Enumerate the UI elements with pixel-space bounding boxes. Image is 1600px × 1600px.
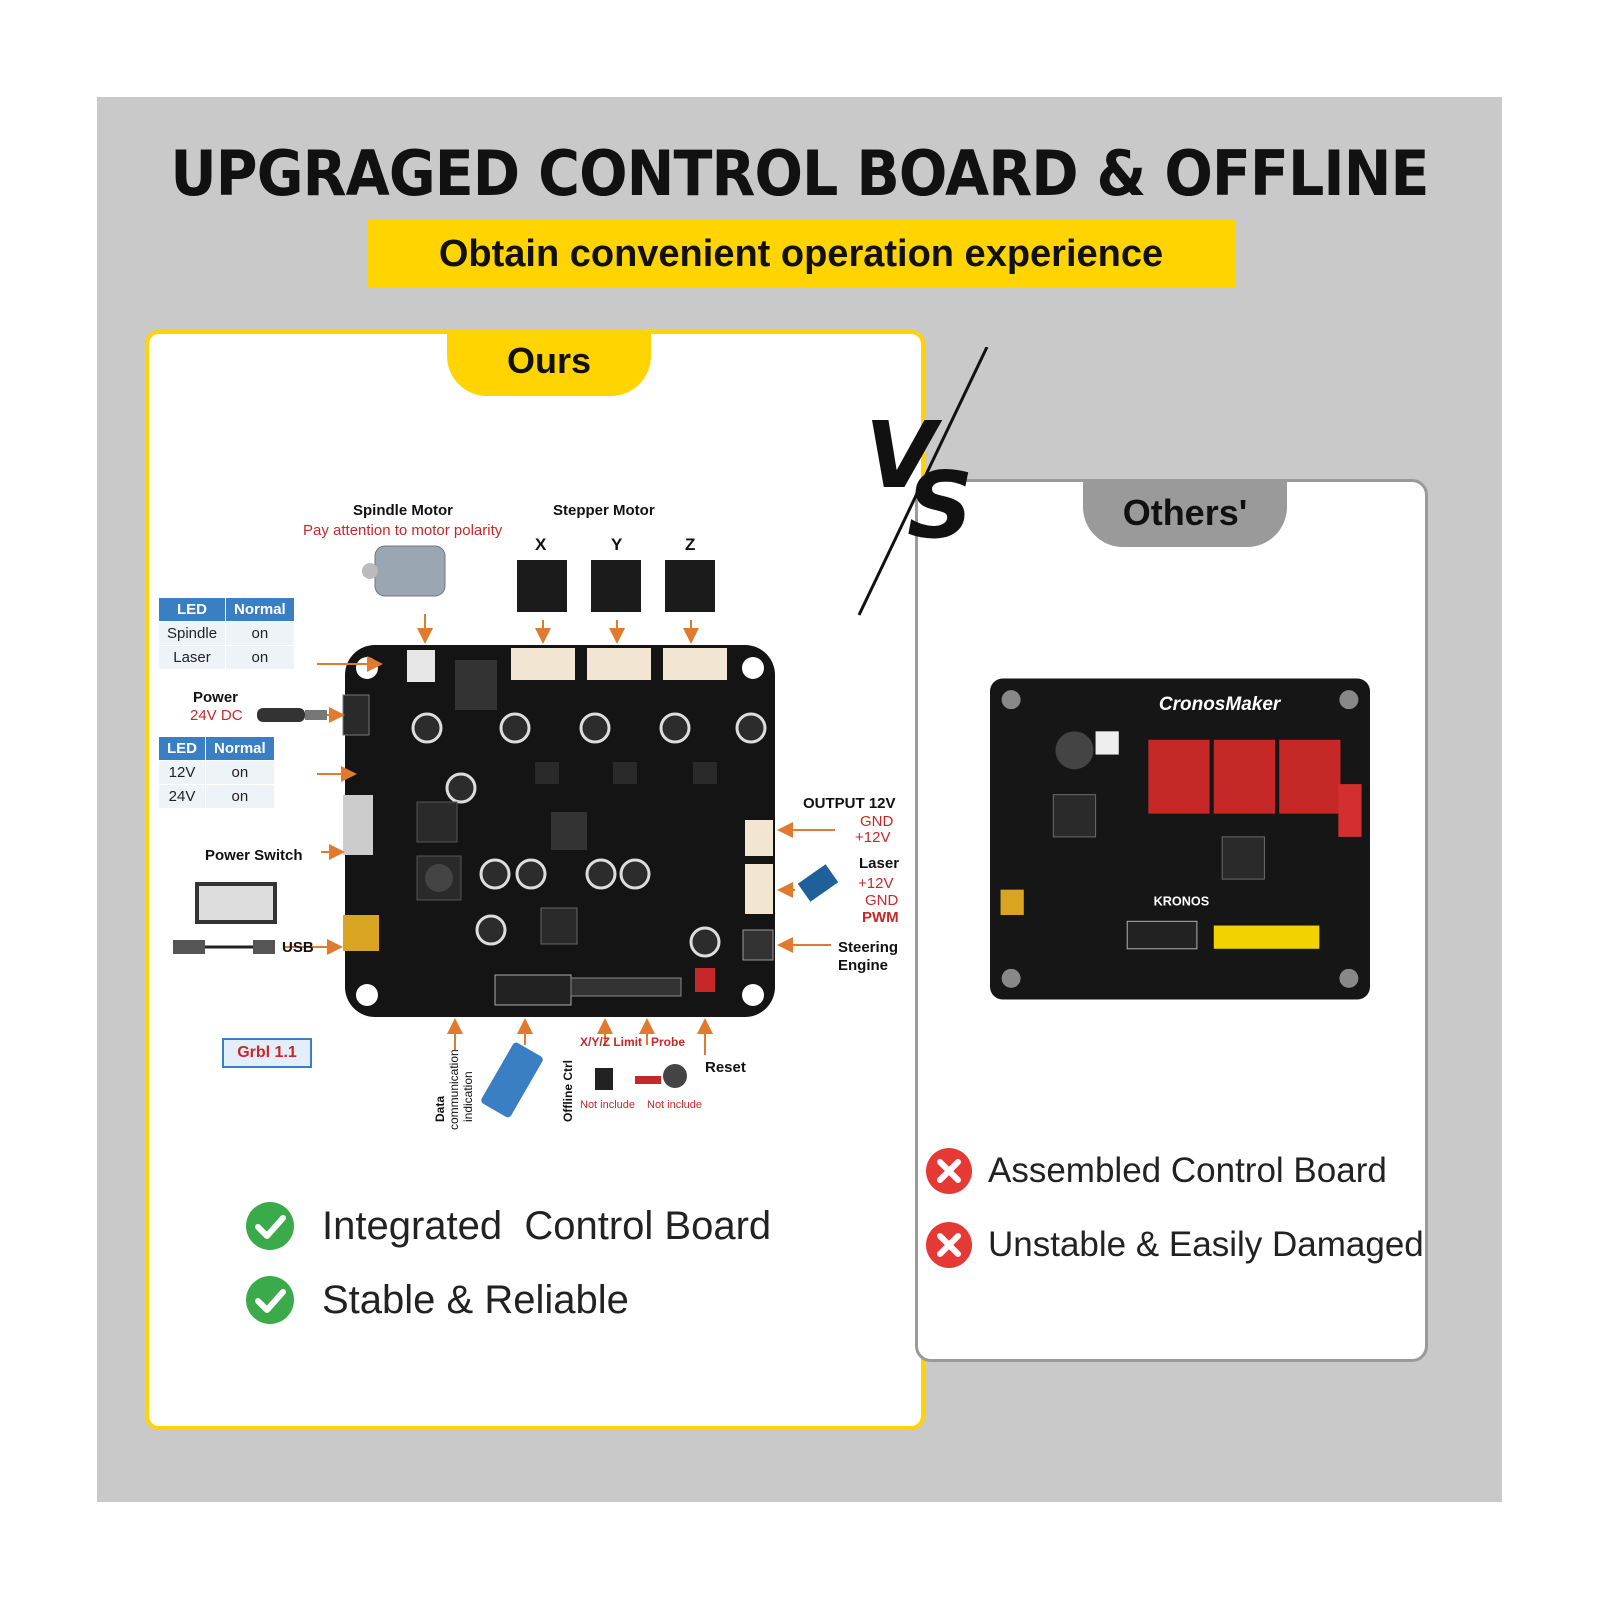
engine-label: Engine [838, 957, 888, 974]
feature-integrated: Integrated Control Board [246, 1202, 771, 1250]
x-icon [926, 1222, 972, 1268]
subtitle-banner: Obtain convenient operation experience [367, 220, 1235, 288]
power-switch-label: Power Switch [205, 847, 303, 864]
feature-stable: Stable & Reliable [246, 1276, 629, 1324]
vs-letter-s: S [907, 452, 973, 559]
normal-header: Normal [225, 597, 295, 622]
feature-text: Stable & Reliable [322, 1277, 629, 1322]
usb-label: USB [282, 939, 314, 956]
axis-y-label: Y [611, 535, 623, 554]
vs-letter-v: V [865, 402, 943, 509]
data-comm-label-2: communication [447, 1049, 461, 1130]
feature-text: Unstable & Easily Damaged [988, 1225, 1424, 1264]
power-spec-label: 24V DC [190, 707, 243, 724]
ours-tab: Ours [447, 330, 651, 396]
x-icon [926, 1148, 972, 1194]
output-12v-label: OUTPUT 12V [803, 795, 896, 812]
stepper-motor-label: Stepper Motor [553, 502, 655, 519]
offline-ctrl-label: Offline Ctrl [561, 1060, 575, 1122]
led-spindle-state: on [225, 621, 295, 646]
normal-header: Normal [205, 736, 275, 761]
led-table-spindle-laser: LED Normal Spindle on Laser on [157, 597, 295, 670]
others-board-photo: CronosMaker KRONOS [990, 678, 1370, 1000]
power-label: Power [193, 689, 238, 706]
spindle-polarity-note: Pay attention to motor polarity [303, 522, 503, 539]
limit-label: X/Y/Z Limit [580, 1035, 642, 1049]
laser-gnd-label: GND [865, 892, 899, 909]
led-table-voltage: LED Normal 12V on 24V on [158, 736, 275, 809]
led-header: LED [157, 597, 227, 622]
reset-label: Reset [705, 1059, 746, 1076]
laser-pwm-label: PWM [862, 909, 899, 926]
probe-not-include: Not include [647, 1099, 702, 1111]
output-12v-pin-label: +12V [855, 829, 890, 846]
spindle-motor-label: Spindle Motor [353, 502, 453, 519]
steering-label: Steering [838, 939, 898, 956]
data-comm-label-1: Data [433, 1096, 447, 1122]
led-24v-state: on [205, 784, 275, 809]
axis-x-label: X [535, 535, 547, 554]
feature-assembled: Assembled Control Board [926, 1148, 1387, 1194]
check-icon [246, 1276, 294, 1324]
axis-z-label: Z [685, 535, 695, 554]
led-12v: 12V [158, 760, 206, 785]
laser-label: Laser [859, 855, 899, 872]
led-laser-state: on [225, 645, 295, 670]
others-board-brand: CronosMaker [1159, 694, 1282, 715]
feature-text: Integrated Control Board [322, 1203, 772, 1248]
led-12v-state: on [205, 760, 275, 785]
led-header: LED [158, 736, 206, 761]
laser-12v-label: +12V [858, 875, 893, 892]
probe-label: Probe [651, 1035, 685, 1049]
feature-unstable: Unstable & Easily Damaged [926, 1222, 1424, 1268]
others-board-kronos: KRONOS [1154, 895, 1210, 909]
output-gnd-label: GND [860, 813, 894, 830]
vs-mark: V S [857, 347, 989, 616]
data-comm-label-3: indication [461, 1071, 475, 1122]
led-spindle: Spindle [157, 621, 227, 646]
ours-board-diagram: Spindle Motor Stepper Motor Power Power … [173, 502, 899, 1130]
limit-not-include: Not include [580, 1099, 635, 1111]
check-icon [246, 1202, 294, 1250]
feature-text: Assembled Control Board [988, 1151, 1387, 1190]
led-laser: Laser [157, 645, 227, 670]
grbl-version-badge: Grbl 1.1 [222, 1038, 312, 1068]
led-24v: 24V [158, 784, 206, 809]
others-tab: Others' [1083, 479, 1287, 547]
